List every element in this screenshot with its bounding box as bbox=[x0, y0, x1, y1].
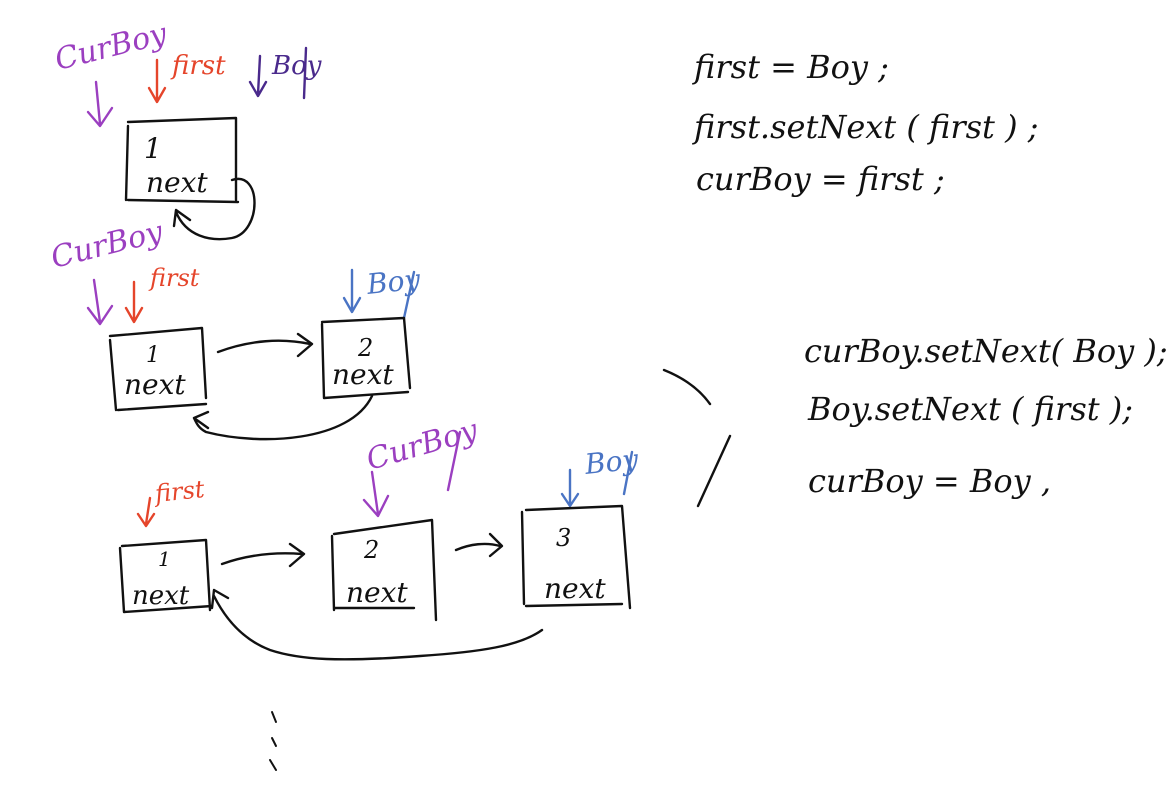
step1-node-1-num: 1 bbox=[144, 132, 162, 165]
step1-curboy-arrow bbox=[86, 80, 114, 128]
step1-boy-label: Boy bbox=[271, 51, 322, 81]
step3-node-3: 3 next bbox=[520, 504, 632, 610]
step2-node-1: 1 next bbox=[108, 326, 208, 412]
separator-marks bbox=[662, 368, 732, 508]
step3-first-arrow bbox=[136, 496, 156, 528]
step2-boy-label: Boy bbox=[364, 262, 423, 301]
step2-arrow-1-2 bbox=[216, 332, 314, 358]
step3-node-2: 2 next bbox=[330, 518, 438, 622]
step2-first-arrow bbox=[124, 280, 144, 324]
step3-return-arrow bbox=[210, 588, 544, 661]
step3-arrow-1-2 bbox=[220, 542, 306, 568]
step3-node-1-field: next bbox=[132, 581, 190, 611]
step3-node-3-num: 3 bbox=[556, 524, 571, 552]
step3-node-3-box bbox=[520, 504, 632, 610]
step3-arrow-2-3 bbox=[454, 532, 504, 558]
step3-curboy-stroke bbox=[446, 430, 462, 492]
step1-node-1-box bbox=[124, 116, 240, 204]
step3-node-1-num: 1 bbox=[158, 547, 171, 571]
step2-curboy-arrow bbox=[86, 278, 114, 326]
step3-node-2-num: 2 bbox=[363, 536, 379, 564]
step2-node-2-field: next bbox=[332, 358, 394, 391]
step3-curboy-label: CurBoy bbox=[363, 412, 483, 477]
step2-node-2-num: 2 bbox=[357, 334, 373, 362]
step3-node-3-field: next bbox=[544, 572, 606, 605]
step2-boy-arrow bbox=[342, 268, 362, 314]
code-block-2: curBoy.setNext( Boy ); Boy.setNext ( fir… bbox=[804, 332, 1168, 500]
step2-node-1-field: next bbox=[124, 368, 186, 401]
code2-line-1: curBoy.setNext( Boy ); bbox=[804, 332, 1168, 370]
step3-group: CurBoy first Boy 1 next 2 next 3 next bbox=[118, 412, 641, 661]
step2-node-1-num: 1 bbox=[146, 343, 160, 368]
step1-node-1-field: next bbox=[146, 166, 208, 199]
step1-node-1: 1 next bbox=[124, 116, 240, 204]
step2-boy-stroke bbox=[402, 270, 416, 320]
code2-line-3: curBoy = Boy , bbox=[808, 462, 1051, 500]
code-block-1: first = Boy ; first.setNext ( first ) ; … bbox=[692, 48, 1039, 198]
step1-group: CurBoy first Boy 1 next bbox=[51, 16, 322, 241]
step1-first-arrow bbox=[147, 58, 167, 104]
step3-boy-label: Boy bbox=[582, 442, 641, 481]
step3-node-2-box bbox=[330, 518, 438, 622]
step1-boy-arrow bbox=[248, 54, 268, 98]
continuation-dots bbox=[269, 711, 277, 771]
step3-node-1: 1 next bbox=[118, 538, 214, 614]
step2-node-2: 2 next bbox=[320, 316, 412, 400]
step1-self-loop-arrow bbox=[172, 177, 256, 241]
step3-boy-stroke bbox=[622, 450, 634, 496]
code1-line-1: first = Boy ; bbox=[692, 48, 889, 86]
step2-group: CurBoy first Boy 1 next 2 next bbox=[47, 214, 423, 441]
step2-node-1-box bbox=[108, 326, 208, 412]
step2-node-2-box bbox=[320, 316, 412, 400]
step3-node-1-box bbox=[118, 538, 214, 614]
step1-boy-stroke bbox=[302, 46, 308, 100]
code1-line-3: curBoy = first ; bbox=[696, 160, 945, 198]
step1-first-label: first bbox=[170, 51, 226, 81]
step2-first-label: first bbox=[148, 264, 200, 292]
step3-boy-arrow bbox=[560, 468, 580, 508]
step3-first-label: first bbox=[152, 475, 206, 508]
step2-return-arrow bbox=[192, 394, 374, 441]
code2-line-2: Boy.setNext ( first ); bbox=[807, 390, 1133, 428]
code1-line-2: first.setNext ( first ) ; bbox=[692, 108, 1039, 146]
step3-node-2-field: next bbox=[346, 576, 408, 609]
step3-curboy-arrow bbox=[362, 470, 390, 518]
step1-curboy-label: CurBoy bbox=[51, 16, 171, 78]
